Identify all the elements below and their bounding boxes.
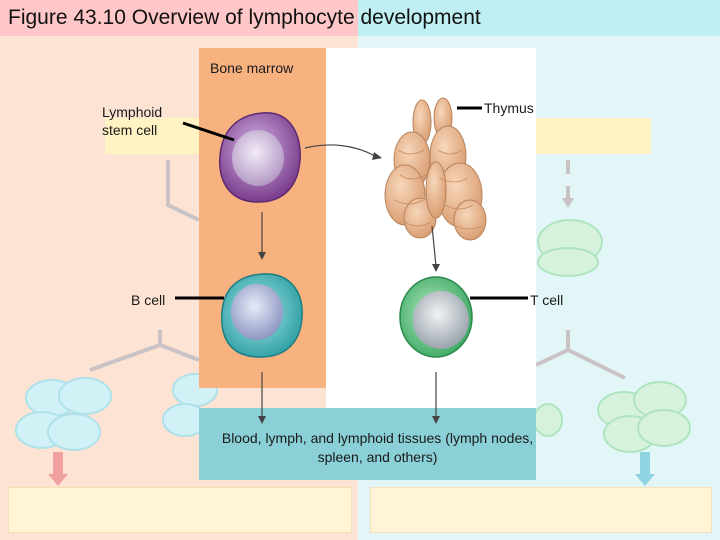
title-bar-right [358,0,720,36]
blood-lymph-label: Blood, lymph, and lymphoid tissues (lymp… [221,430,534,465]
bottom-box-left [8,487,352,533]
bottom-box-right [370,487,712,533]
title-bar-left [0,0,358,36]
thymus-gland [384,97,487,241]
t-cell [399,276,473,358]
bone-marrow-label: Bone marrow [210,60,294,76]
thymus-lobule-texture [394,149,483,230]
blood-lymph-box [199,408,536,480]
lymphoid-stem-cell [219,112,301,203]
b-cell [221,273,303,358]
background-box-right [536,118,651,154]
lymphoid-stem-cell-label: Lymphoid stem cell [102,104,163,138]
b-cell-label: B cell [131,292,166,308]
t-cell-label: T cell [530,292,564,308]
thymus-label: Thymus [484,100,534,116]
figure-title: Figure 43.10 Overview of lymphocyte deve… [8,6,481,29]
